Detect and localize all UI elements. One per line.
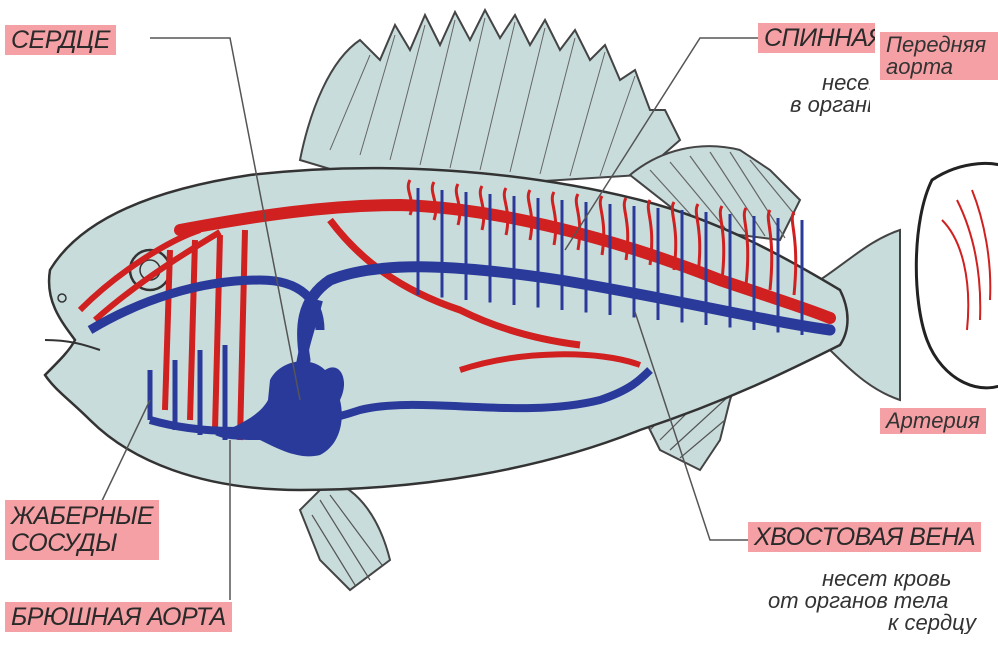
gill-vessels-label-line2: СОСУДЫ bbox=[11, 529, 117, 557]
inset-bottom-label: Артерия bbox=[880, 408, 986, 434]
dorsal-aorta-note-line2: в органы bbox=[790, 92, 870, 116]
dorsal-aorta-note: несет кровь в органы bbox=[790, 72, 870, 116]
dorsal-fin bbox=[300, 10, 680, 190]
inset-panel: Передняя аорта Артерия bbox=[872, 0, 998, 650]
inset-top-label-line2: аорта bbox=[886, 54, 953, 79]
gill-vessels-label: ЖАБЕРНЫЕ СОСУДЫ bbox=[5, 500, 159, 560]
tail-vein-label: ХВОСТОВАЯ ВЕНА bbox=[748, 522, 981, 552]
pelvic-fin bbox=[300, 480, 390, 590]
gill-vessels-label-line1: ЖАБЕРНЫЕ bbox=[11, 502, 153, 530]
dorsal-aorta-label: СПИННАЯ АОРТА bbox=[758, 23, 875, 53]
ventral-aorta-label: БРЮШНАЯ АОРТА bbox=[5, 602, 232, 632]
heart-label: СЕРДЦЕ bbox=[5, 25, 116, 55]
tail-vein-note: несет кровь от органов тела к сердцу bbox=[760, 568, 998, 634]
tail-vein-note-line3: к сердцу bbox=[888, 610, 976, 634]
